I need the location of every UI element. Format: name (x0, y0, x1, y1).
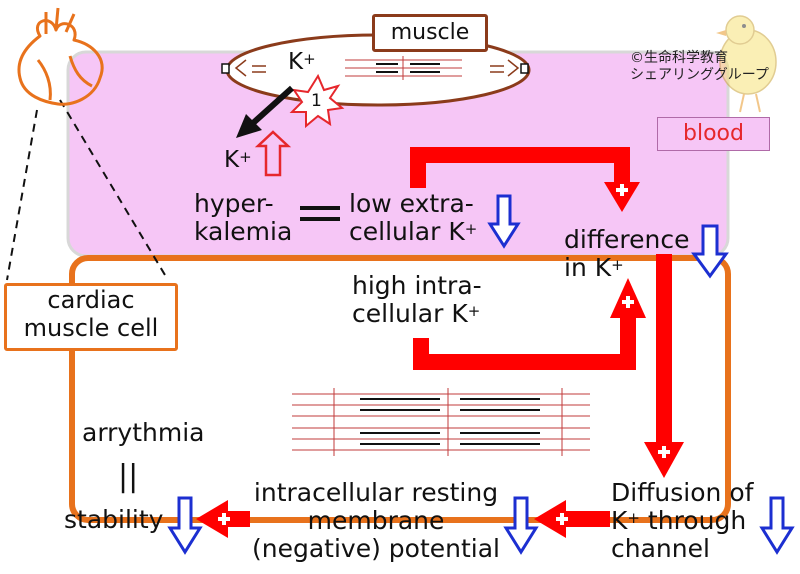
diffusion-text: Diffusion of K+ through channel (611, 479, 753, 563)
equals-sign-top (300, 206, 340, 210)
hyperkalemia-line2: kalemia (194, 217, 293, 246)
flow-difference-to-diffusion (656, 254, 672, 442)
heart-icon (17, 7, 104, 106)
down-arrow-stability (167, 496, 203, 555)
difference-line1: difference (564, 225, 690, 254)
muscle-end-left (221, 63, 230, 74)
hyperkalemia-text: hyper- kalemia (194, 190, 292, 246)
low-extracellular-line2: cellular K (349, 217, 465, 246)
diffusion-line2-rest: through (639, 506, 747, 535)
down-arrow-low-extra (487, 194, 521, 249)
down-arrows (167, 194, 795, 555)
k-plus-muscle: K+ (288, 48, 316, 76)
muscle-end-right (520, 63, 529, 74)
muscle-chevrons (234, 59, 520, 77)
flow-low-to-difference-head (604, 182, 640, 212)
down-arrow-difference (691, 224, 729, 279)
high-intracellular-line2: cellular K (352, 299, 468, 328)
diffusion-line3: channel (611, 534, 710, 563)
equals-sign-bottom (300, 217, 340, 221)
down-arrow-diffusion (759, 496, 795, 555)
k-outflow-arrow (249, 85, 295, 127)
cardiac-label-line1: cardiac (47, 286, 135, 314)
flow-diffusion-to-resting-head (534, 500, 566, 538)
chick-mascot-icon (716, 15, 777, 113)
resting-potential-text: intracellular resting membrane (negative… (248, 479, 504, 563)
release-star (289, 73, 345, 129)
low-extracellular-text: low extra- cellular K+ (349, 190, 477, 246)
high-intracellular-text: high intra- cellular K+ (352, 272, 482, 328)
difference-text: difference in K+ (564, 226, 690, 282)
cardiac-sarcomere-bottom (292, 422, 590, 456)
down-arrow-resting (503, 496, 539, 555)
high-intracellular-sup: + (467, 302, 481, 320)
k-plus-muscle-symbol: K (288, 49, 304, 75)
plus-sign-2 (622, 296, 634, 308)
resting-line3: (negative) potential (252, 534, 500, 563)
flow-difference-to-diffusion-head (644, 442, 684, 478)
low-extracellular-line1: low extra- (349, 189, 474, 218)
k-plus-blood-symbol: K (224, 147, 240, 173)
flow-diffusion-to-resting (566, 511, 610, 527)
zoom-line-right (59, 99, 169, 281)
plus-sign-4 (556, 513, 568, 525)
copyright-line2: シェアリンググループ (630, 67, 769, 83)
flow-high-to-difference (413, 318, 636, 370)
plus-sign-1 (616, 184, 628, 196)
cardiac-cell-border (69, 255, 731, 523)
k-rise-up-arrow (254, 130, 292, 177)
hyperkalemia-line1: hyper- (194, 189, 274, 218)
diffusion-line2-k: K (611, 506, 628, 535)
flow-resting-to-stability (228, 511, 250, 527)
copyright-line1: ©生命科学教育 (630, 50, 728, 66)
flow-low-to-difference (410, 147, 630, 188)
arrythmia-text: arrythmia (82, 418, 205, 447)
difference-line2: in K (564, 253, 612, 282)
k-plus-blood-sup: + (239, 148, 252, 166)
difference-sup: + (611, 256, 624, 274)
muscle-label: muscle (372, 14, 488, 52)
resting-line2: membrane (307, 506, 445, 535)
blood-label: blood (657, 117, 770, 151)
muscle-sarcomere (345, 56, 462, 80)
cardiac-muscle-cell-label: cardiac muscle cell (4, 283, 178, 351)
release-step-number: 1 (311, 91, 322, 111)
cardiac-sarcomere-top (292, 388, 590, 422)
cardiac-label-line2: muscle cell (23, 314, 159, 342)
k-outflow-arrowhead (236, 114, 262, 138)
high-intracellular-line1: high intra- (352, 271, 482, 300)
diffusion-line1: Diffusion of (611, 478, 754, 507)
k-plus-blood: K+ (224, 146, 252, 174)
stability-text: stability (64, 505, 164, 534)
diffusion-sup: + (627, 509, 640, 527)
copyright-text: ©生命科学教育 シェアリンググループ (630, 50, 769, 84)
k-plus-muscle-sup: + (303, 50, 316, 68)
plus-sign-3 (658, 446, 670, 458)
zoom-line-left (6, 109, 38, 281)
plus-sign-5 (218, 513, 230, 525)
low-extracellular-sup: + (464, 220, 478, 238)
flow-resting-to-stability-head (196, 500, 228, 538)
parallel-symbol: || (118, 459, 139, 494)
resting-line1: intracellular resting (253, 478, 499, 507)
